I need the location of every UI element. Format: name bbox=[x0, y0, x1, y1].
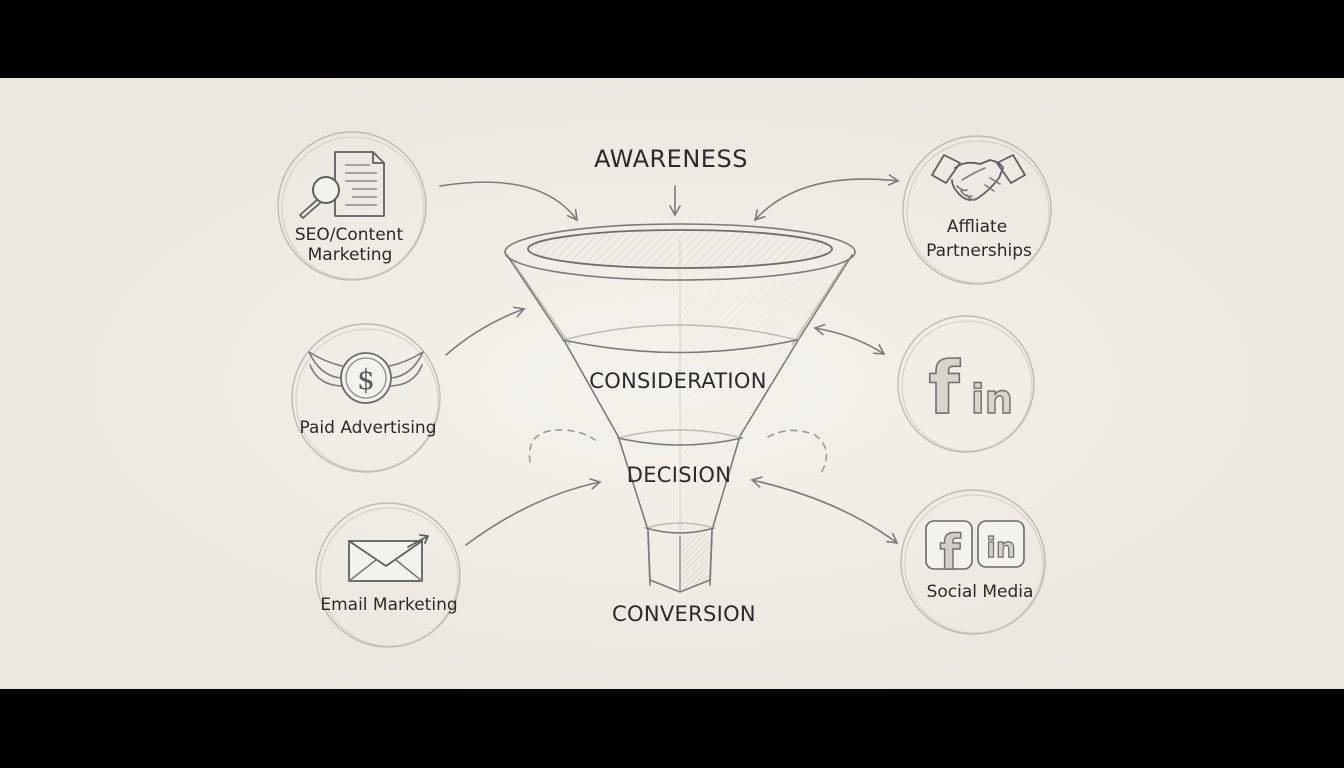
stage-decision-label: DECISION bbox=[627, 463, 731, 487]
arrow-affiliate-awareness bbox=[753, 174, 900, 222]
stage-awareness-label: AWARENESS bbox=[594, 145, 748, 173]
affiliate-label-line1: Affliate bbox=[947, 217, 1007, 237]
seo-label-line1: SEO/Content bbox=[295, 225, 404, 245]
svg-text:f: f bbox=[928, 346, 960, 430]
svg-text:in: in bbox=[986, 531, 1016, 564]
magnifier-document-icon bbox=[299, 151, 385, 219]
svg-text:$: $ bbox=[357, 363, 375, 396]
affiliate-label-line2: Partnerships bbox=[926, 241, 1032, 261]
svg-text:in: in bbox=[971, 377, 1013, 423]
channel-social-icons: f in bbox=[897, 315, 1035, 453]
letterbox-top bbox=[0, 0, 1344, 78]
email-marketing-label: Email Marketing bbox=[320, 595, 457, 615]
arrow-email-to-decision bbox=[465, 478, 602, 546]
paid-advertising-label: Paid Advertising bbox=[300, 418, 437, 438]
channel-seo-content-marketing: SEO/Content Marketing bbox=[277, 131, 427, 281]
channel-paid-advertising: $ Paid Advertising bbox=[291, 323, 441, 473]
funnel-rim-inner bbox=[527, 229, 833, 269]
handshake-icon bbox=[931, 154, 1026, 201]
facebook-linkedin-icon: f in bbox=[928, 345, 1014, 431]
arrow-social-decision bbox=[750, 476, 899, 544]
arrow-seo-to-awareness bbox=[439, 181, 578, 222]
dashed-loop-right bbox=[767, 429, 828, 476]
funnel bbox=[504, 223, 856, 593]
stage-conversion-label: CONVERSION bbox=[612, 602, 756, 626]
svg-text:f: f bbox=[940, 525, 962, 581]
social-media-label: Social Media bbox=[927, 582, 1034, 602]
dashed-loop-left bbox=[528, 429, 596, 463]
channel-email-marketing: Email Marketing bbox=[315, 502, 461, 648]
funnel-rim-outer bbox=[504, 223, 856, 281]
connection-arrows bbox=[439, 174, 900, 546]
winged-dollar-coin-icon: $ bbox=[308, 351, 424, 404]
arrow-social-icons-consideration bbox=[813, 323, 886, 355]
letterbox-bottom bbox=[0, 689, 1344, 768]
facebook-linkedin-badge-icon: f in bbox=[925, 520, 1025, 582]
paper-background bbox=[0, 78, 1344, 689]
stage-consideration-label: CONSIDERATION bbox=[589, 369, 767, 393]
envelope-arrow-icon bbox=[348, 534, 429, 582]
arrow-paid-to-consideration bbox=[445, 306, 526, 356]
channel-social-media: f in Social Media bbox=[900, 489, 1046, 635]
channel-affiliate-partnerships: Affliate Partnerships bbox=[902, 135, 1052, 285]
seo-label-line2: Marketing bbox=[308, 245, 393, 265]
